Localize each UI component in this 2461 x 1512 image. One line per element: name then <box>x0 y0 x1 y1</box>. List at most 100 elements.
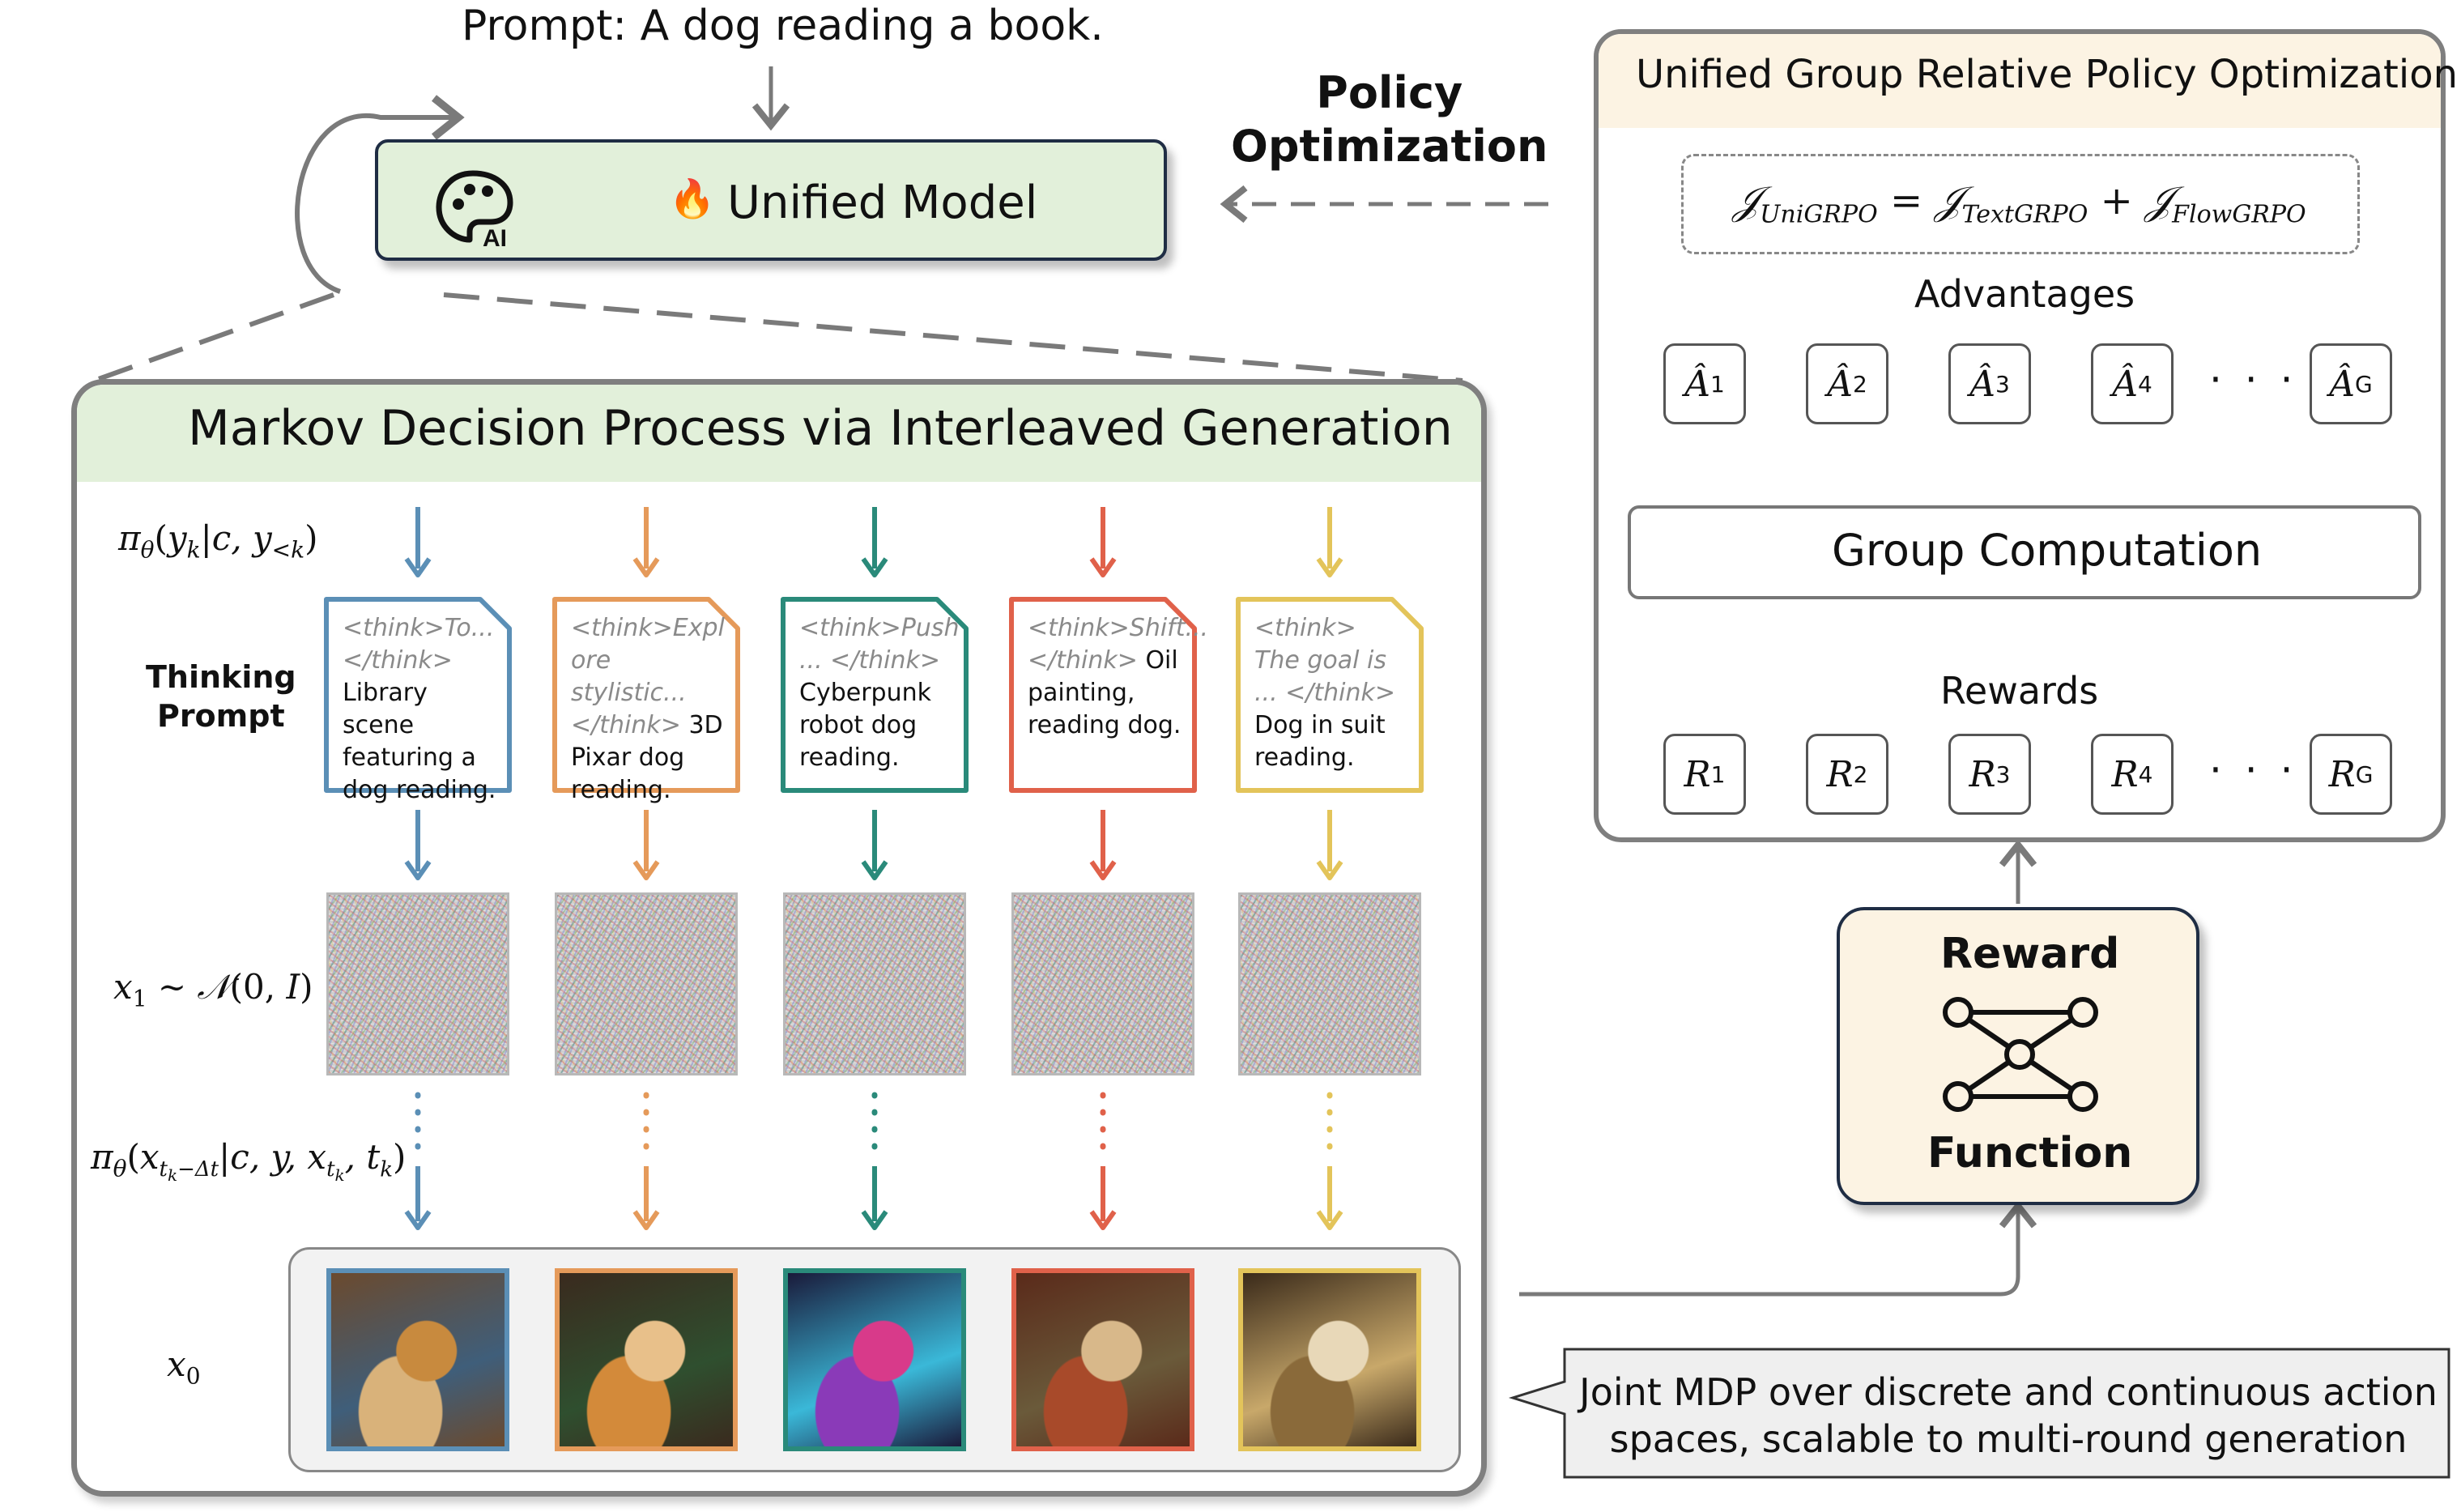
group-computation-label: Group Computation <box>1832 525 2263 576</box>
callout-text: Joint MDP over discrete and continuous a… <box>1579 1369 2438 1463</box>
reward-index-3: 3 <box>1995 760 2011 788</box>
text-arrow-4-head <box>1089 557 1117 577</box>
think-caption-2: 3D Pixar dog reading. <box>571 711 723 804</box>
think-document-text-2: <think>Expl ore stylistic... </think> 3D… <box>571 612 725 807</box>
noise-image-2 <box>555 892 738 1075</box>
thinking-line2: Prompt <box>156 698 285 734</box>
think-document-4 <box>1009 597 1197 793</box>
denoise-arrow-3-head <box>861 1210 888 1230</box>
rewards-title: Rewards <box>1940 669 2099 713</box>
think-document-3 <box>781 597 969 793</box>
policy-optimization-line2: Optimization <box>1231 121 1548 172</box>
policy-text-label: πθ(yk|c, y<k) <box>118 518 318 564</box>
fire-icon: 🔥 <box>669 177 716 220</box>
reward-symbol-3: R <box>1969 753 1996 795</box>
reward-index-4: 4 <box>2138 760 2153 788</box>
think-caption-4: Oil painting, reading dog. <box>1028 646 1182 739</box>
advantage-index-1: 1 <box>1710 370 1725 398</box>
policy-flow-label: πθ(xtk−Δt|c, y, xtk, tk) <box>91 1137 407 1186</box>
advantage-index-5: G <box>2355 370 2373 398</box>
think-tag-1: <think>To... </think> <box>343 614 495 675</box>
reward-symbol-5: R <box>2328 753 2356 795</box>
think-document-text-4: <think>Shift... </think> Oil painting, r… <box>1028 612 1208 742</box>
reward-index-2: 2 <box>1853 760 1868 788</box>
advantage-symbol-3: Â <box>1969 363 1995 405</box>
advantage-symbol-4: Â <box>2112 363 2138 405</box>
unified-model-label: Unified Model <box>727 177 1038 229</box>
mdp-header <box>77 385 1481 482</box>
noise-arrow-1-head <box>404 860 432 880</box>
advantages-title: Advantages <box>1914 272 2135 316</box>
text-arrow-1-head <box>404 557 432 577</box>
objective-box <box>1681 154 2360 254</box>
think-tag-2: <think>Expl ore stylistic... </think> <box>571 614 725 739</box>
think-caption-1: Library scene featuring a dog reading. <box>343 679 496 804</box>
output-image-4 <box>1011 1268 1194 1451</box>
think-document-2 <box>552 597 740 793</box>
think-caption-5: Dog in suit reading. <box>1254 711 1386 772</box>
policy-optimization-line1: Policy <box>1316 67 1463 118</box>
mdp-title: Markov Decision Process via Interleaved … <box>188 400 1453 457</box>
think-document-text-5: <think> The goal is ... </think> Dog in … <box>1254 612 1408 774</box>
input-prompt: Prompt: A dog reading a book. <box>462 2 1104 50</box>
noise-arrow-5-head <box>1316 860 1343 880</box>
reward-index-1: 1 <box>1710 760 1726 788</box>
advantage-symbol-1: Â <box>1684 363 1710 405</box>
noise-image-1 <box>326 892 509 1075</box>
text-arrow-2-head <box>632 557 660 577</box>
output-to-reward-arrow <box>1519 1200 2037 1297</box>
think-caption-3: Cyberpunk robot dog reading. <box>799 679 931 772</box>
callout-bubble <box>1508 1348 2450 1479</box>
noise-image-5 <box>1238 892 1421 1075</box>
x1-noise-label: x1 ∼ 𝒩(0, I) <box>113 967 313 1012</box>
thinking-line1: Thinking <box>146 659 296 695</box>
think-document-1 <box>324 597 512 793</box>
reward-symbol-4: R <box>2111 753 2139 795</box>
callout-line1: Joint MDP over discrete and continuous a… <box>1579 1370 2438 1414</box>
think-tag-3: <think>Push ... </think> <box>799 614 960 675</box>
advantage-ellipsis: · · · <box>2209 356 2298 403</box>
output-image-5 <box>1238 1268 1421 1451</box>
thinking-prompt-label: Thinking Prompt <box>146 658 296 735</box>
callout-line2: spaces, scalable to multi-round generati… <box>1609 1417 2408 1461</box>
reward-symbol-1: R <box>1684 753 1711 795</box>
group-computation-box <box>1628 505 2421 599</box>
text-arrow-3-head <box>861 557 888 577</box>
neural-network-icon <box>1943 997 2098 1112</box>
noise-image-3 <box>783 892 966 1075</box>
x0-label: x0 <box>167 1344 201 1390</box>
output-image-2 <box>555 1268 738 1451</box>
zoom-line-left <box>92 292 335 383</box>
ugrpo-header <box>1599 34 2441 128</box>
text-arrow-5-head <box>1316 557 1343 577</box>
output-image-1 <box>326 1268 509 1451</box>
policy-optimization-label: Policy Optimization <box>1231 66 1548 173</box>
output-image-3 <box>783 1268 966 1451</box>
advantage-index-2: 2 <box>1852 370 1867 398</box>
denoise-arrow-4-head <box>1089 1210 1117 1230</box>
advantage-symbol-2: Â <box>1827 363 1853 405</box>
palette-ai-icon: AI <box>436 170 513 248</box>
denoise-arrow-5-head <box>1316 1210 1343 1230</box>
advantage-symbol-5: Â <box>2329 363 2356 405</box>
objective-formula: 𝒥UniGRPO = 𝒥TextGRPO + 𝒥FlowGRPO <box>1733 178 2306 229</box>
denoise-arrow-1-head <box>404 1210 432 1230</box>
reward-index-5: G <box>2355 760 2374 788</box>
reward-symbol-2: R <box>1826 753 1854 795</box>
ugrpo-panel <box>1594 29 2446 842</box>
advantage-index-4: 4 <box>2137 370 2152 398</box>
think-document-text-1: <think>To... </think> Library scene feat… <box>343 612 496 807</box>
denoise-arrow-2-head <box>632 1210 660 1230</box>
